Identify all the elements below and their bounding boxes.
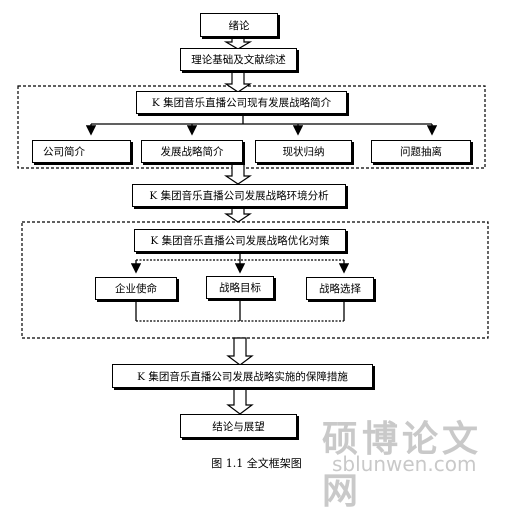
node-intro: 绪论: [200, 13, 278, 37]
block-arrow-group2-measures: [226, 337, 254, 366]
block-arrow-measures-conclusion: [226, 386, 254, 415]
node-goal-label: 战略目标: [219, 282, 261, 294]
group-frame-current: [17, 85, 486, 169]
node-conclusion: 结论与展望: [180, 414, 297, 438]
figure-caption: 图 1.1 全文框架图: [211, 457, 302, 470]
node-status: 现状归纳: [255, 140, 352, 163]
block-arrow-environment-optimization: [224, 206, 252, 223]
node-measures: K 集团音乐直播公司发展战略实施的保障措施: [112, 364, 373, 388]
node-theory-label: 理论基础及文献综述: [191, 54, 286, 66]
node-measures-label: K 集团音乐直播公司发展战略实施的保障措施: [137, 370, 348, 383]
node-optimization: K 集团音乐直播公司发展战略优化对策: [134, 229, 346, 252]
node-environment-label: K 集团音乐直播公司发展战略环境分析: [149, 190, 329, 202]
node-choice: 战略选择: [306, 277, 374, 300]
node-company: 公司简介: [32, 140, 131, 163]
block-arrow-theory-current: [224, 69, 252, 93]
node-problems: 问题抽离: [371, 140, 471, 163]
node-company-label: 公司简介: [43, 146, 85, 158]
node-environment: K 集团音乐直播公司发展战略环境分析: [132, 184, 346, 207]
node-theory: 理论基础及文献综述: [180, 48, 297, 71]
node-conclusion-label: 结论与展望: [212, 420, 265, 433]
block-arrow-group1-environment: [224, 160, 252, 185]
block-arrow-intro-theory: [223, 35, 253, 50]
node-strategy-intro-label: 发展战略简介: [160, 146, 224, 158]
node-optimization-label: K 集团音乐直播公司发展战略优化对策: [150, 235, 330, 247]
framework-diagram: 绪论 理论基础及文献综述 K 集团音乐直播公司现有发展战略简介 公司简介 发展战…: [17, 13, 489, 512]
node-choice-label: 战略选择: [319, 283, 361, 295]
diagram-connectors: [17, 35, 489, 415]
watermark-url: sblunwen.com: [332, 452, 477, 476]
node-mission: 企业使命: [95, 277, 177, 300]
node-current-strategy: K 集团音乐直播公司现有发展战略简介: [136, 91, 347, 114]
group-frame-optimization: [21, 221, 489, 339]
node-goal: 战略目标: [206, 276, 274, 299]
node-problems-label: 问题抽离: [400, 146, 442, 158]
node-status-label: 现状归纳: [282, 146, 325, 158]
node-strategy-intro: 发展战略简介: [141, 140, 243, 163]
node-current-strategy-label: K 集团音乐直播公司现有发展战略简介: [151, 97, 332, 109]
node-intro-label: 绪论: [228, 19, 250, 32]
node-mission-label: 企业使命: [115, 283, 157, 295]
